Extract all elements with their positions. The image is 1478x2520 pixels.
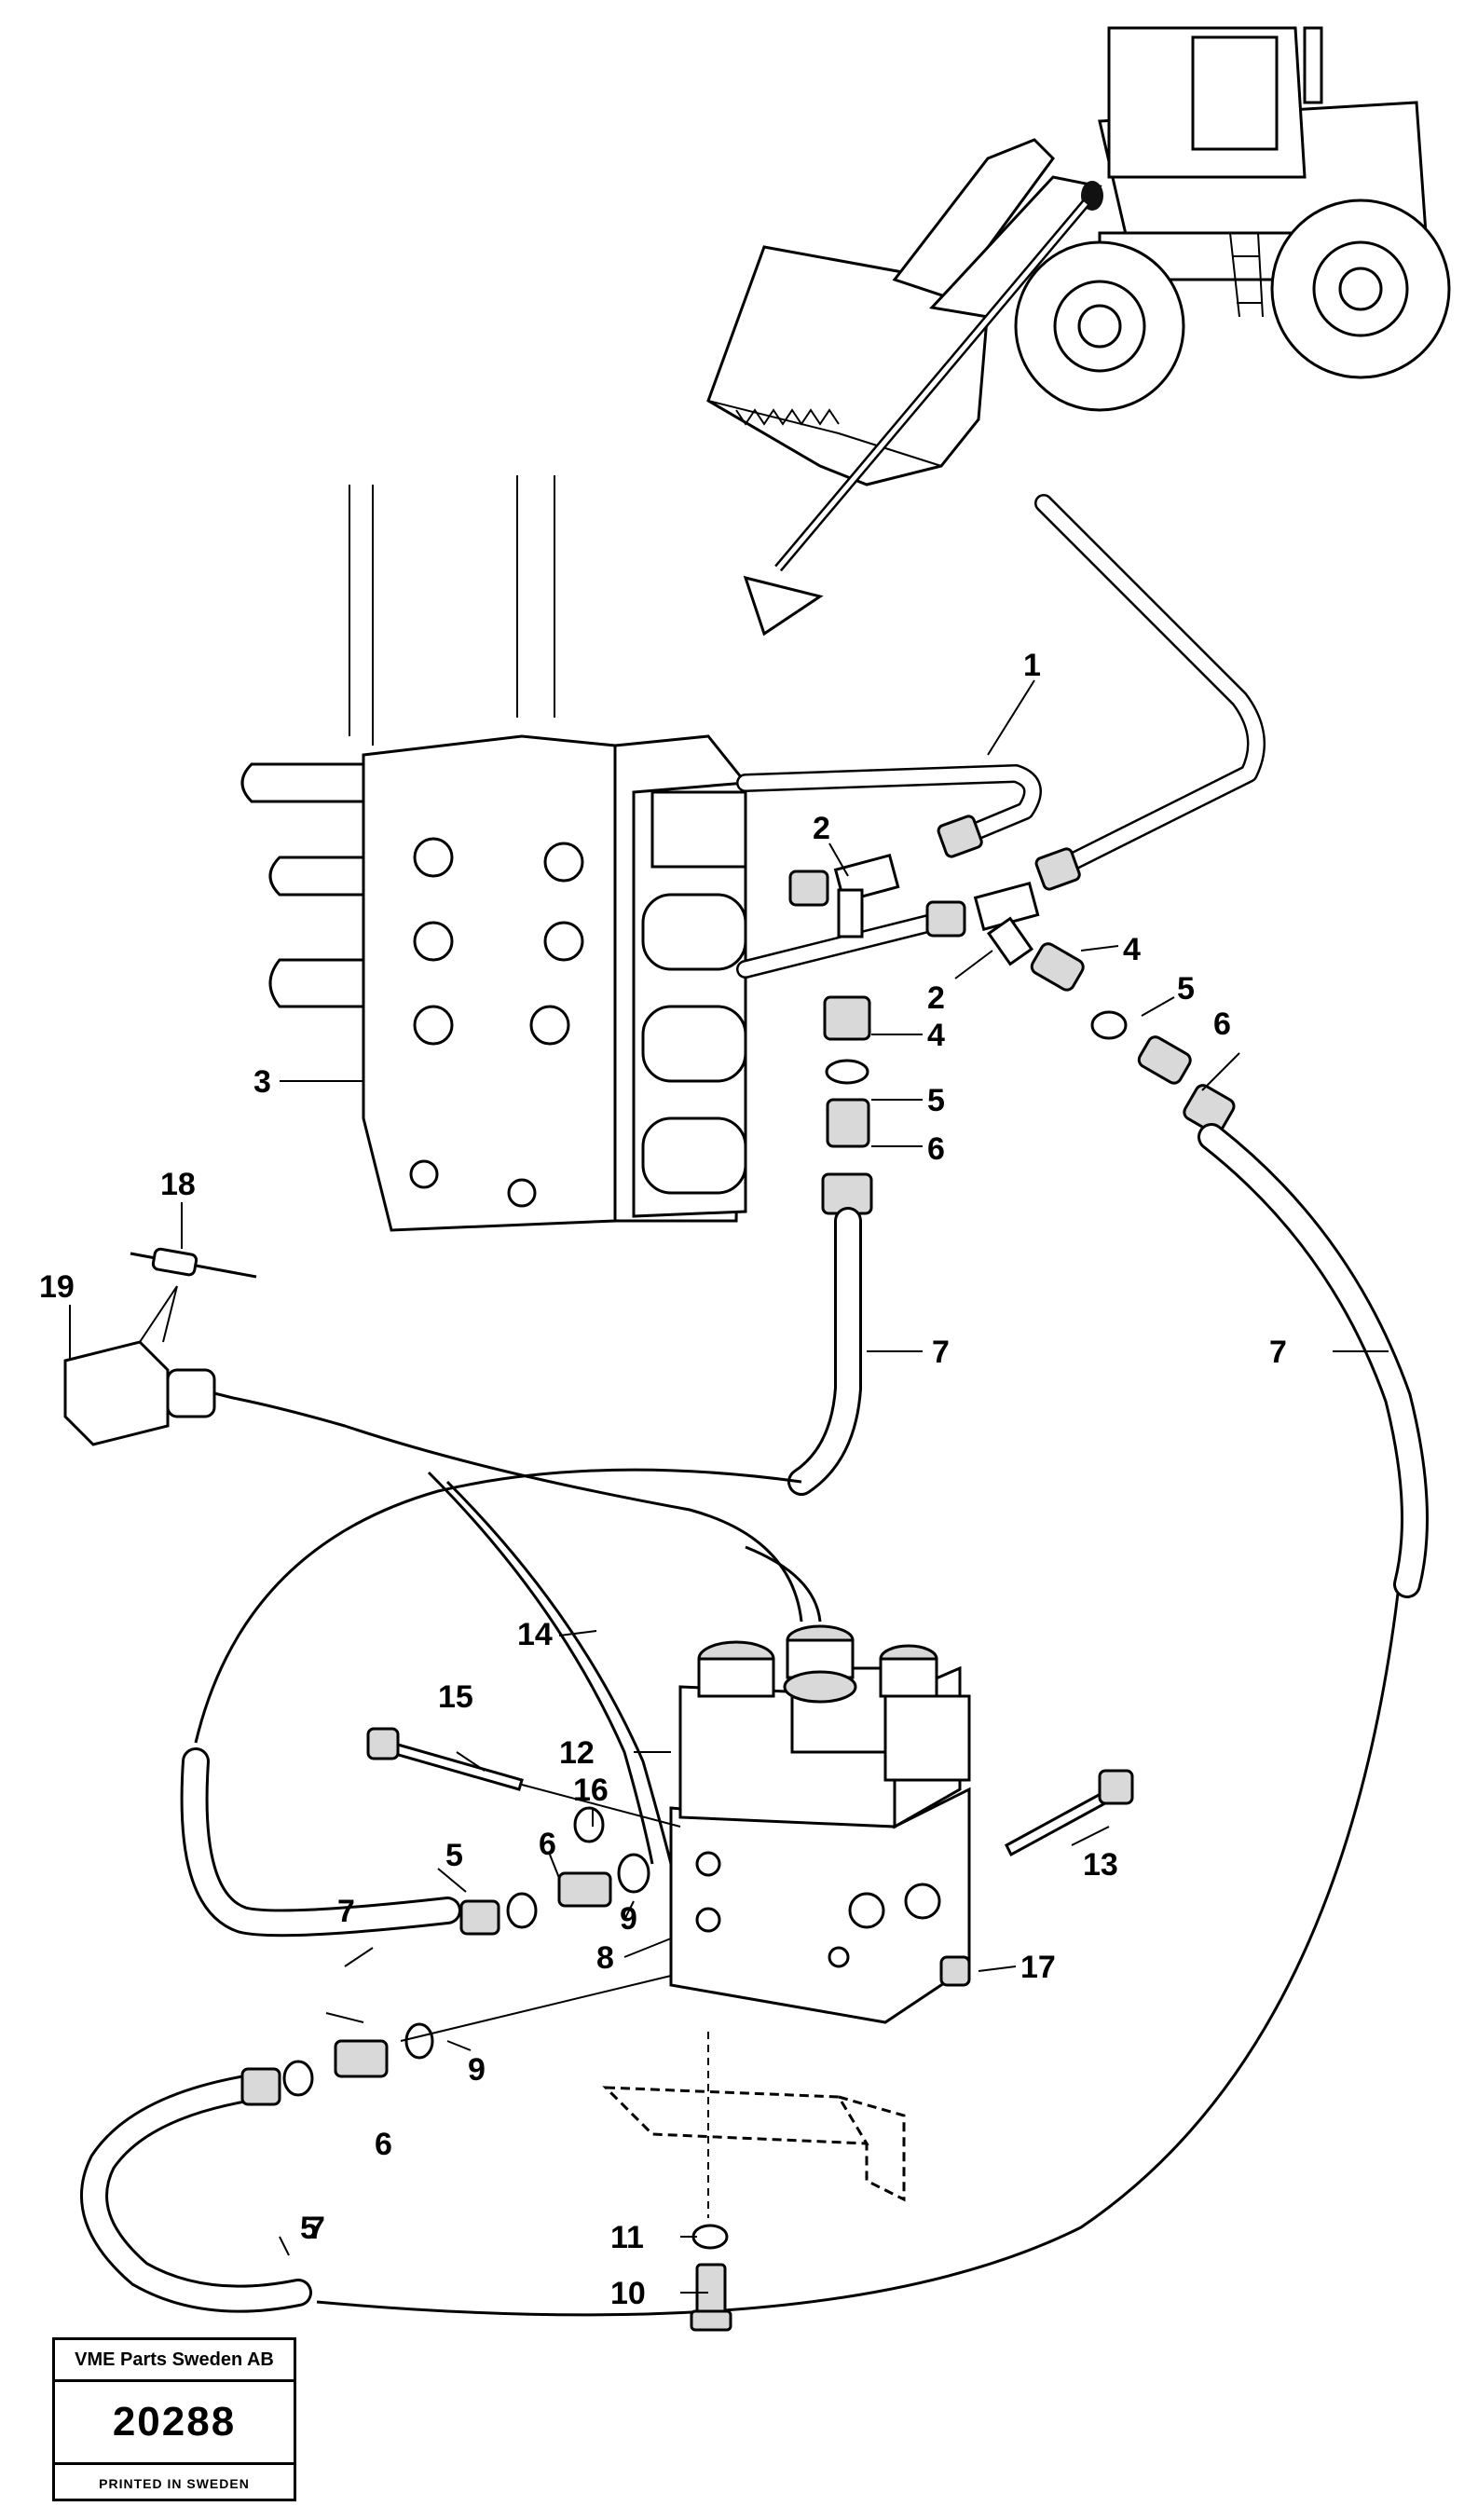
callout-2b: 2 xyxy=(927,980,945,1016)
pipe-assembly xyxy=(736,494,1266,979)
callout-17: 17 xyxy=(1020,1950,1056,1985)
callout-19: 19 xyxy=(39,1269,75,1305)
callout-2a: 2 xyxy=(813,811,830,846)
callouts: 1 2 2 3 4 4 5 5 5 5 6 6 6 6 7 7 7 7 8 9 … xyxy=(39,648,1287,2311)
callout-1: 1 xyxy=(1023,648,1041,683)
callout-7a: 7 xyxy=(932,1335,950,1370)
callout-7c: 7 xyxy=(337,1894,355,1929)
callout-11: 11 xyxy=(610,2220,644,2255)
printed-label: PRINTED IN SWEDEN xyxy=(99,2476,250,2491)
company-name: VME Parts Sweden AB xyxy=(55,2340,294,2382)
wheel-loader-illustration xyxy=(706,26,1451,486)
callout-13: 13 xyxy=(1083,1847,1118,1883)
callout-10: 10 xyxy=(610,2276,646,2311)
callout-5d: 5 xyxy=(300,2211,318,2246)
callout-4a: 4 xyxy=(1123,932,1141,967)
callout-3: 3 xyxy=(253,1064,271,1100)
callout-5c: 5 xyxy=(445,1838,463,1873)
solenoid-valve-block xyxy=(669,1624,971,2024)
callout-16: 16 xyxy=(573,1773,609,1808)
drawing-number: 20288 xyxy=(55,2382,294,2465)
callout-18: 18 xyxy=(160,1167,196,1202)
tee-fittings xyxy=(788,853,1040,966)
callout-12: 12 xyxy=(559,1735,595,1771)
callout-5b: 5 xyxy=(927,1083,945,1118)
middle-fitting-chain xyxy=(821,995,873,1215)
callout-6a: 6 xyxy=(1213,1007,1231,1042)
callout-7b: 7 xyxy=(1269,1335,1287,1370)
callout-4b: 4 xyxy=(927,1018,945,1053)
callout-15: 15 xyxy=(438,1679,473,1715)
callout-9b: 9 xyxy=(468,2052,486,2088)
callout-8: 8 xyxy=(596,1940,614,1976)
solenoid-and-diode xyxy=(63,1247,822,1623)
bracket-and-bolt xyxy=(602,2032,906,2332)
title-block: VME Parts Sweden AB 20288 PRINTED IN SWE… xyxy=(52,2337,296,2501)
leader-lines xyxy=(69,679,1389,2294)
callout-6d: 6 xyxy=(375,2127,392,2162)
callout-9a: 9 xyxy=(620,1901,637,1937)
left-fittings xyxy=(240,1853,672,2106)
control-valve xyxy=(240,475,747,1232)
callout-6b: 6 xyxy=(927,1131,945,1167)
callout-14: 14 xyxy=(517,1617,553,1652)
hoses xyxy=(80,1123,1429,2317)
callout-6c: 6 xyxy=(539,1827,556,1862)
right-fitting-chain xyxy=(1030,942,1236,1135)
detail-pointer-arrow xyxy=(743,199,1089,637)
callout-5a: 5 xyxy=(1177,971,1195,1007)
callout-7d: 7 xyxy=(308,2211,325,2246)
